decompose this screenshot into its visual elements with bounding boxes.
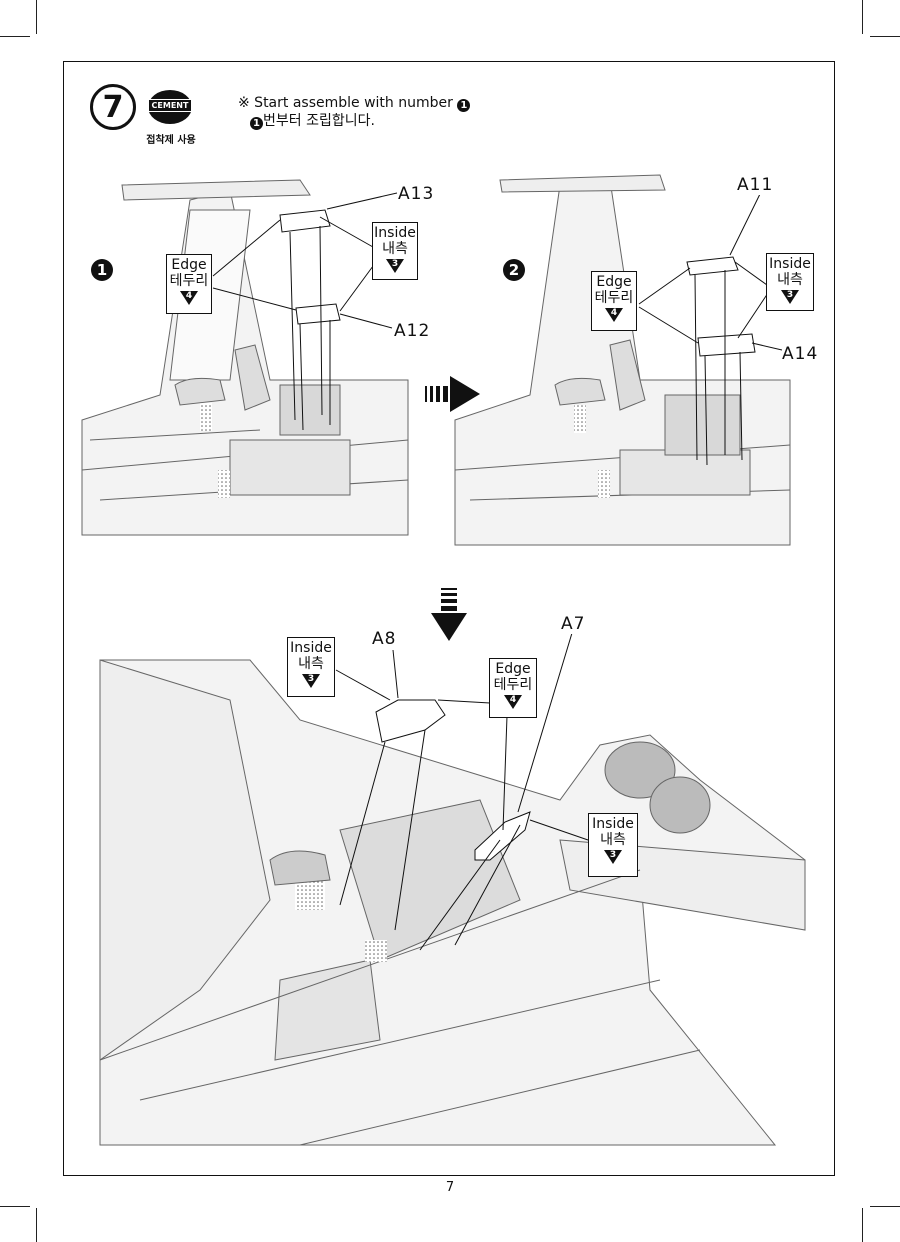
callout-number: 3 xyxy=(307,674,315,684)
callout-text: 테두리 xyxy=(493,677,533,693)
cement-icon: CEMENT xyxy=(146,89,194,125)
substep-badge-1: 1 xyxy=(91,259,113,281)
callout-number: 3 xyxy=(786,290,794,300)
crop-mark xyxy=(36,0,37,34)
crop-mark xyxy=(36,1208,37,1242)
part-label-a12: A12 xyxy=(394,321,431,341)
note-korean: 번부터 조립합니다. xyxy=(263,113,375,129)
ref-number: 1 xyxy=(250,117,263,130)
page-number: 7 xyxy=(445,1180,455,1195)
callout-text: 내측 xyxy=(382,241,408,257)
triangle-icon: 4 xyxy=(605,308,623,322)
callout-text: Edge xyxy=(596,274,632,290)
callout-text: 내측 xyxy=(298,656,324,672)
callout-text: Inside xyxy=(290,640,332,656)
part-label-a8: A8 xyxy=(372,629,397,649)
note-english: ※ Start assemble with number xyxy=(238,95,453,111)
inside-callout: Inside 내측 3 xyxy=(372,222,418,280)
callout-number: 3 xyxy=(391,259,399,269)
callout-text: 내측 xyxy=(600,832,626,848)
cement-label: CEMENT xyxy=(151,101,189,110)
triangle-icon: 3 xyxy=(386,259,404,273)
triangle-icon: 3 xyxy=(302,674,320,688)
part-label-a11: A11 xyxy=(737,175,774,195)
callout-text: 테두리 xyxy=(594,290,634,306)
triangle-icon: 4 xyxy=(180,291,198,305)
crop-mark xyxy=(870,1206,900,1207)
cement-caption: 접착제 사용 xyxy=(146,135,196,146)
crop-mark xyxy=(862,1208,863,1242)
crop-mark xyxy=(870,36,900,37)
callout-text: Edge xyxy=(495,661,531,677)
inside-callout: Inside 내측 3 xyxy=(766,253,814,311)
callout-text: Inside xyxy=(592,816,634,832)
part-label-a13: A13 xyxy=(398,184,435,204)
step-number: 7 xyxy=(90,84,136,130)
edge-callout: Edge 테두리 4 xyxy=(166,254,212,314)
triangle-icon: 4 xyxy=(504,695,522,709)
triangle-icon: 3 xyxy=(781,290,799,304)
callout-number: 3 xyxy=(609,850,617,860)
crop-mark xyxy=(0,1206,30,1207)
callout-text: Inside xyxy=(769,256,811,272)
inside-callout: Inside 내측 3 xyxy=(588,813,638,877)
callout-number: 4 xyxy=(509,695,517,705)
crop-mark xyxy=(862,0,863,34)
part-label-a7: A7 xyxy=(561,614,586,634)
edge-callout: Edge 테두리 4 xyxy=(489,658,537,718)
callout-text: 내측 xyxy=(777,272,803,288)
substep-badge-2: 2 xyxy=(503,259,525,281)
crop-mark xyxy=(0,36,30,37)
callout-number: 4 xyxy=(610,308,618,318)
triangle-icon: 3 xyxy=(604,850,622,864)
callout-text: Inside xyxy=(374,225,416,241)
edge-callout: Edge 테두리 4 xyxy=(591,271,637,331)
callout-text: Edge xyxy=(171,257,207,273)
page-frame xyxy=(63,61,835,1176)
ref-number: 1 xyxy=(457,99,471,112)
inside-callout: Inside 내측 3 xyxy=(287,637,335,697)
callout-number: 4 xyxy=(185,291,193,301)
callout-text: 테두리 xyxy=(169,273,209,289)
part-label-a14: A14 xyxy=(782,344,819,364)
